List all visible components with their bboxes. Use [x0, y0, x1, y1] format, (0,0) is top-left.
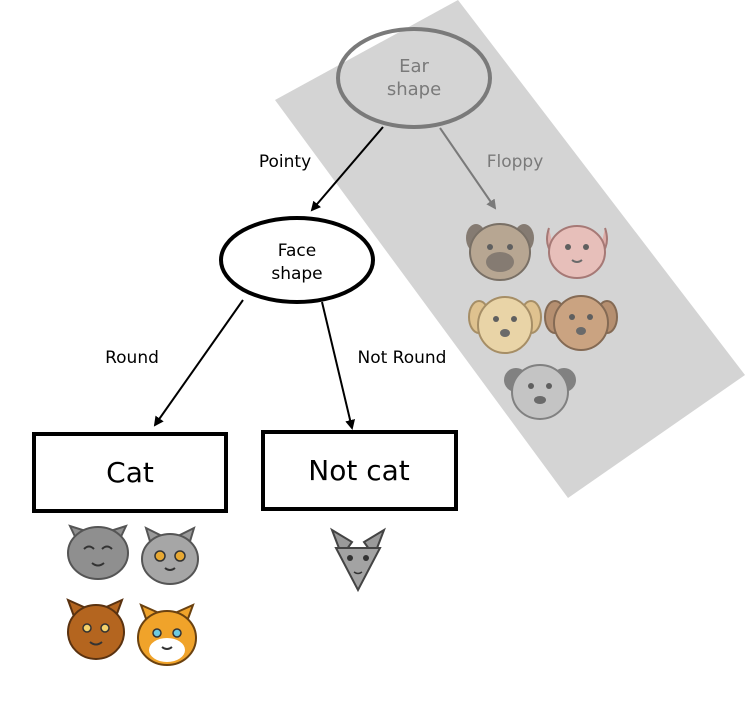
- gray-dog-icon: [504, 364, 576, 420]
- yellow-dog-icon: [468, 296, 542, 354]
- gray-cat-icon: [141, 526, 199, 585]
- cat-leaf-label: Cat: [106, 456, 154, 489]
- floppy-edge-arrow: [439, 127, 497, 210]
- orange-cat-icon: [137, 603, 197, 666]
- ear-shape-node: Ear shape: [336, 27, 492, 129]
- gray-cat-icon: [330, 527, 386, 593]
- ear-shape-label-line1: Ear: [399, 56, 429, 77]
- round-edge-arrow: [153, 299, 244, 427]
- face-shape-label-line2: shape: [271, 264, 322, 284]
- not-cat-leaf-label: Not cat: [308, 454, 410, 487]
- face-shape-node: Face shape: [219, 216, 375, 304]
- pointy-edge-label: Pointy: [259, 152, 311, 172]
- not-cat-leaf-node: Not cat: [261, 430, 458, 511]
- brown-cat-icon: [66, 598, 125, 660]
- round-edge-label: Round: [105, 348, 159, 368]
- not-round-edge-arrow: [321, 301, 356, 430]
- brown-dog-icon: [544, 295, 618, 351]
- floppy-edge-label: Floppy: [487, 152, 544, 172]
- pointy-edge-arrow: [310, 126, 384, 212]
- gray-cat-icon: [67, 524, 129, 580]
- pug-dog-icon: [466, 223, 534, 281]
- face-shape-label-line1: Face: [278, 241, 316, 261]
- cat-leaf-node: Cat: [32, 432, 228, 513]
- not-round-edge-label: Not Round: [358, 348, 447, 368]
- pink-dog-icon: [546, 225, 608, 279]
- ear-shape-label-line2: shape: [387, 79, 441, 100]
